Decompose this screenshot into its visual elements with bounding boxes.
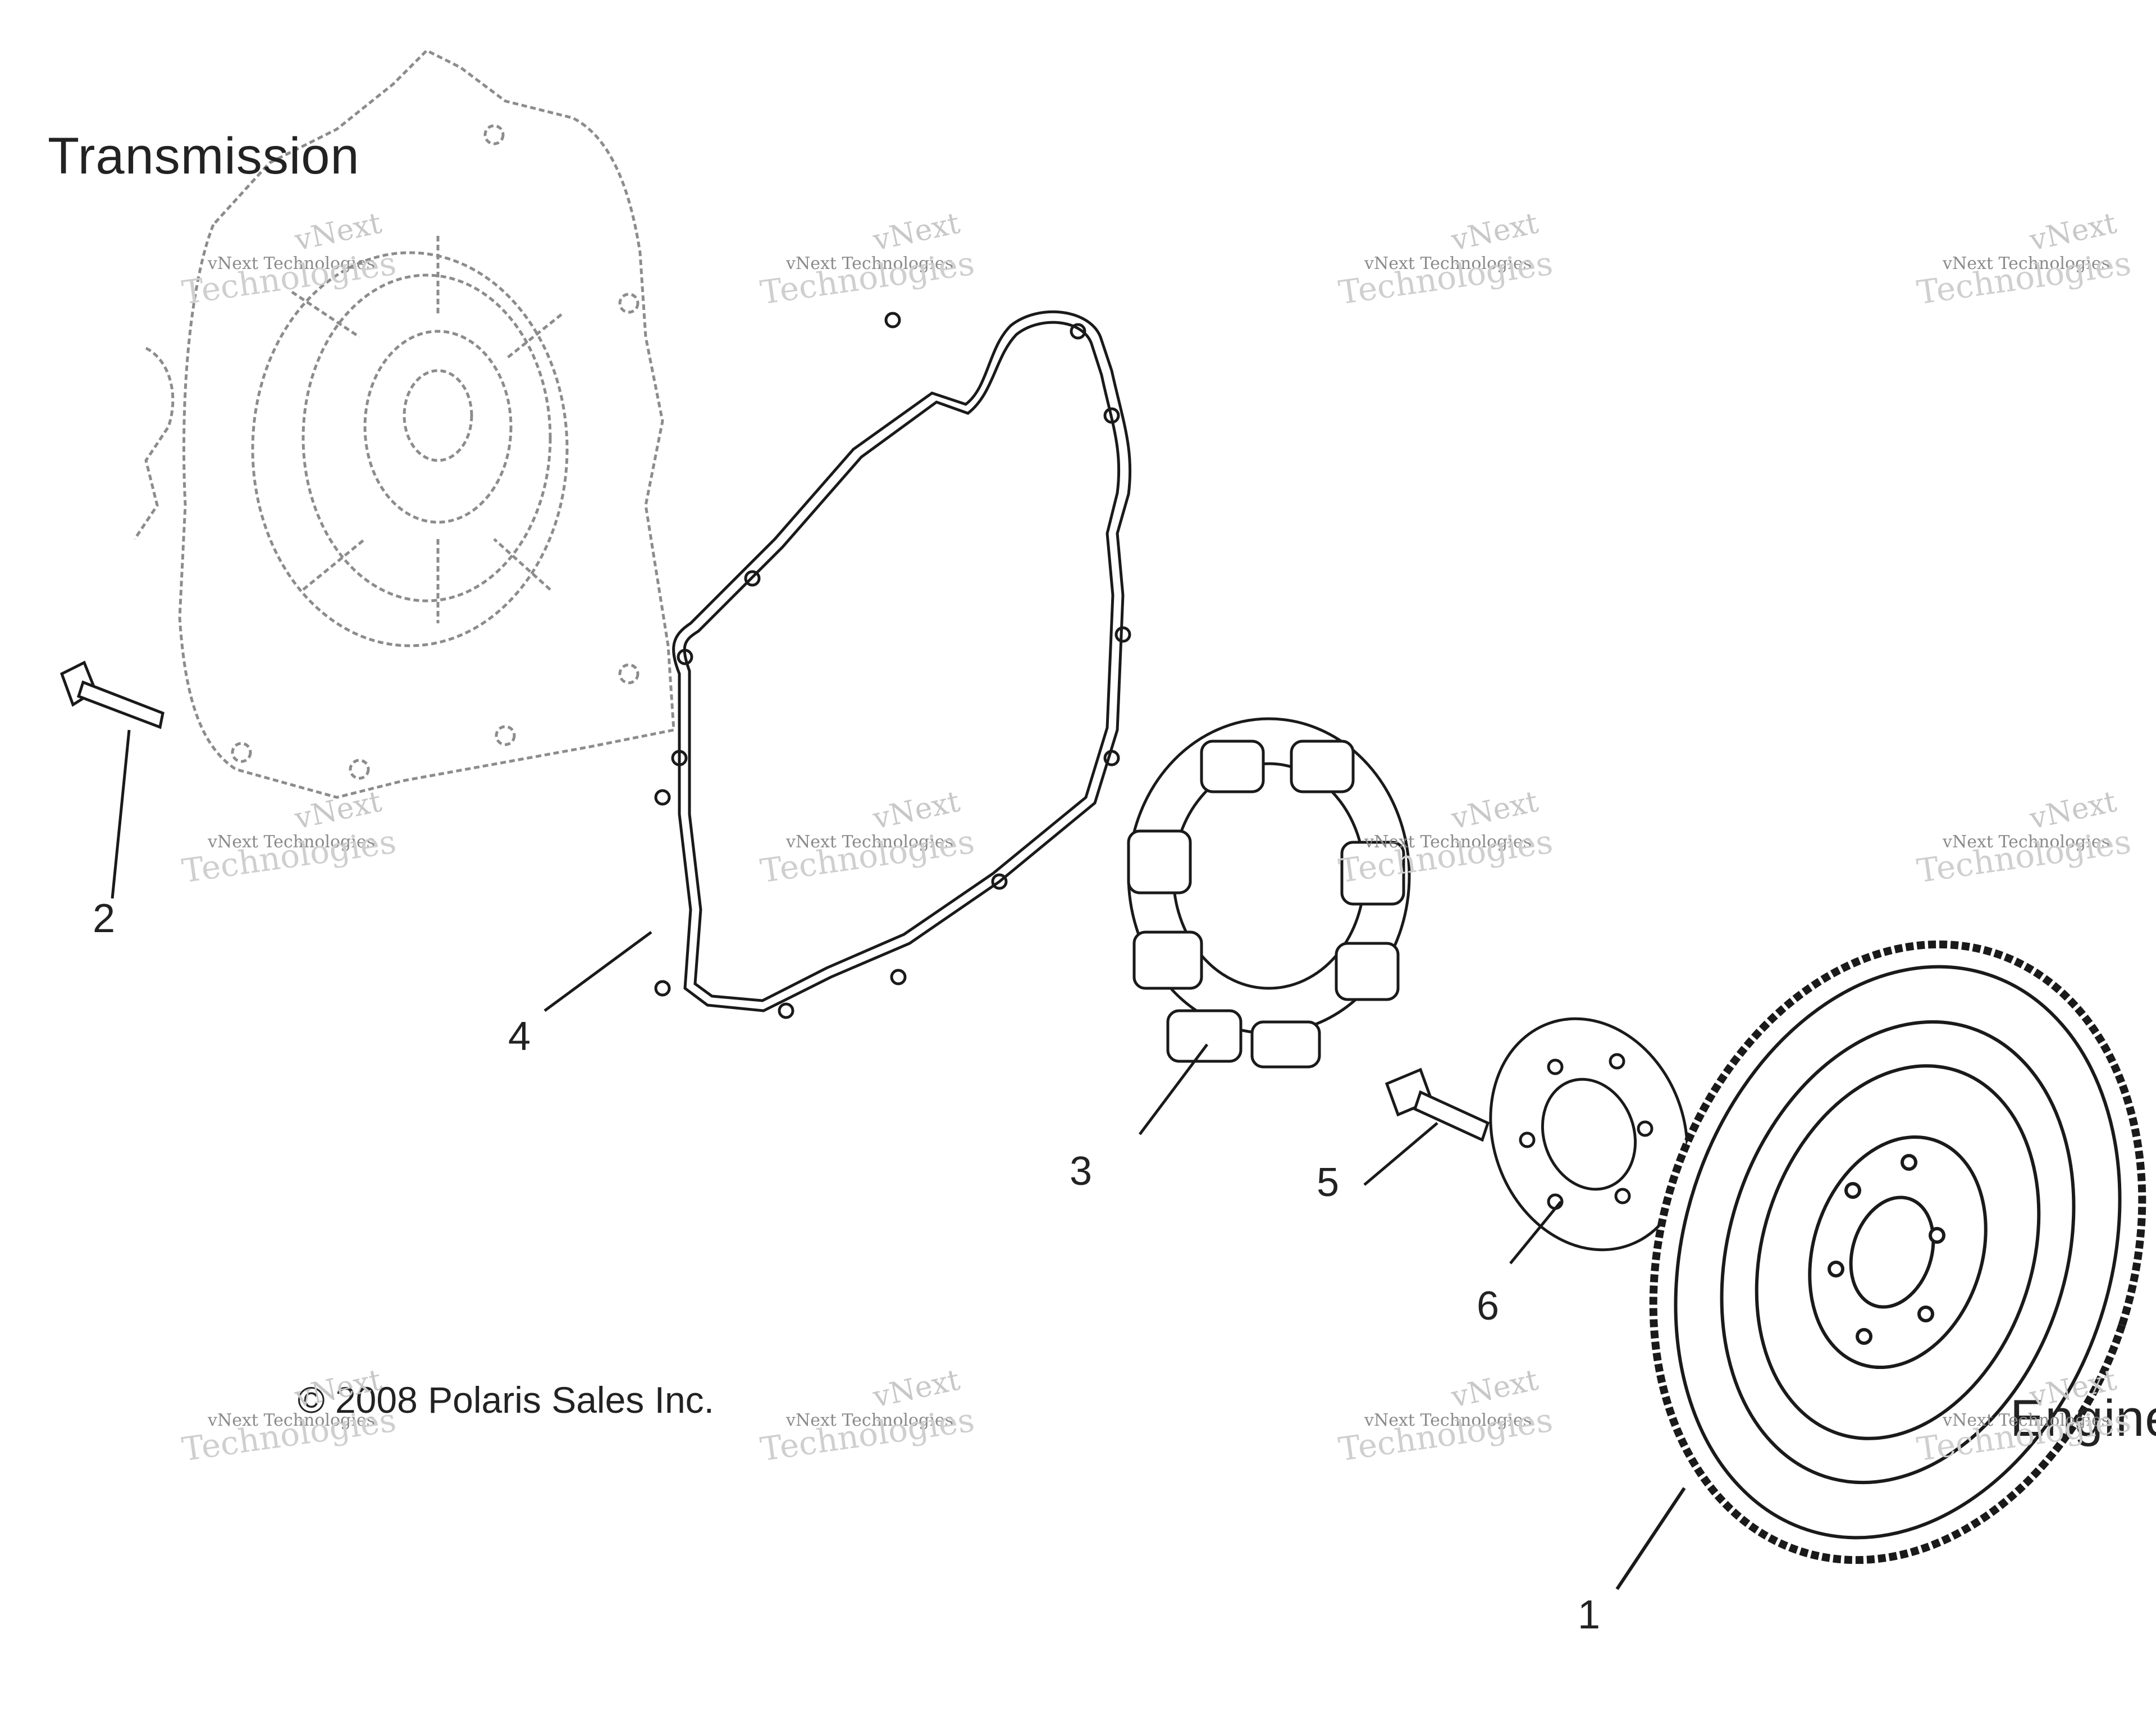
- engine-label: Engine: [2010, 1390, 2156, 1447]
- flywheel-part-1: [1615, 940, 2146, 1590]
- callout-4: 4: [508, 1014, 531, 1059]
- callout-3: 3: [1070, 1149, 1093, 1194]
- callout-5: 5: [1317, 1160, 1340, 1205]
- copyright-text: © 2008 Polaris Sales Inc.: [298, 1379, 715, 1421]
- callout-6: 6: [1477, 1284, 1500, 1329]
- plate-part-6: [1489, 1017, 1689, 1265]
- pin-part-5: [1363, 1067, 1490, 1186]
- bolt-part-2: [60, 660, 165, 899]
- callout-1: 1: [1578, 1592, 1601, 1637]
- transmission-housing: [133, 48, 675, 799]
- gasket-part-4: [543, 310, 1132, 1019]
- callout-2: 2: [93, 896, 116, 941]
- transmission-label: Transmission: [48, 127, 360, 185]
- coupler-part-3: [1127, 717, 1411, 1135]
